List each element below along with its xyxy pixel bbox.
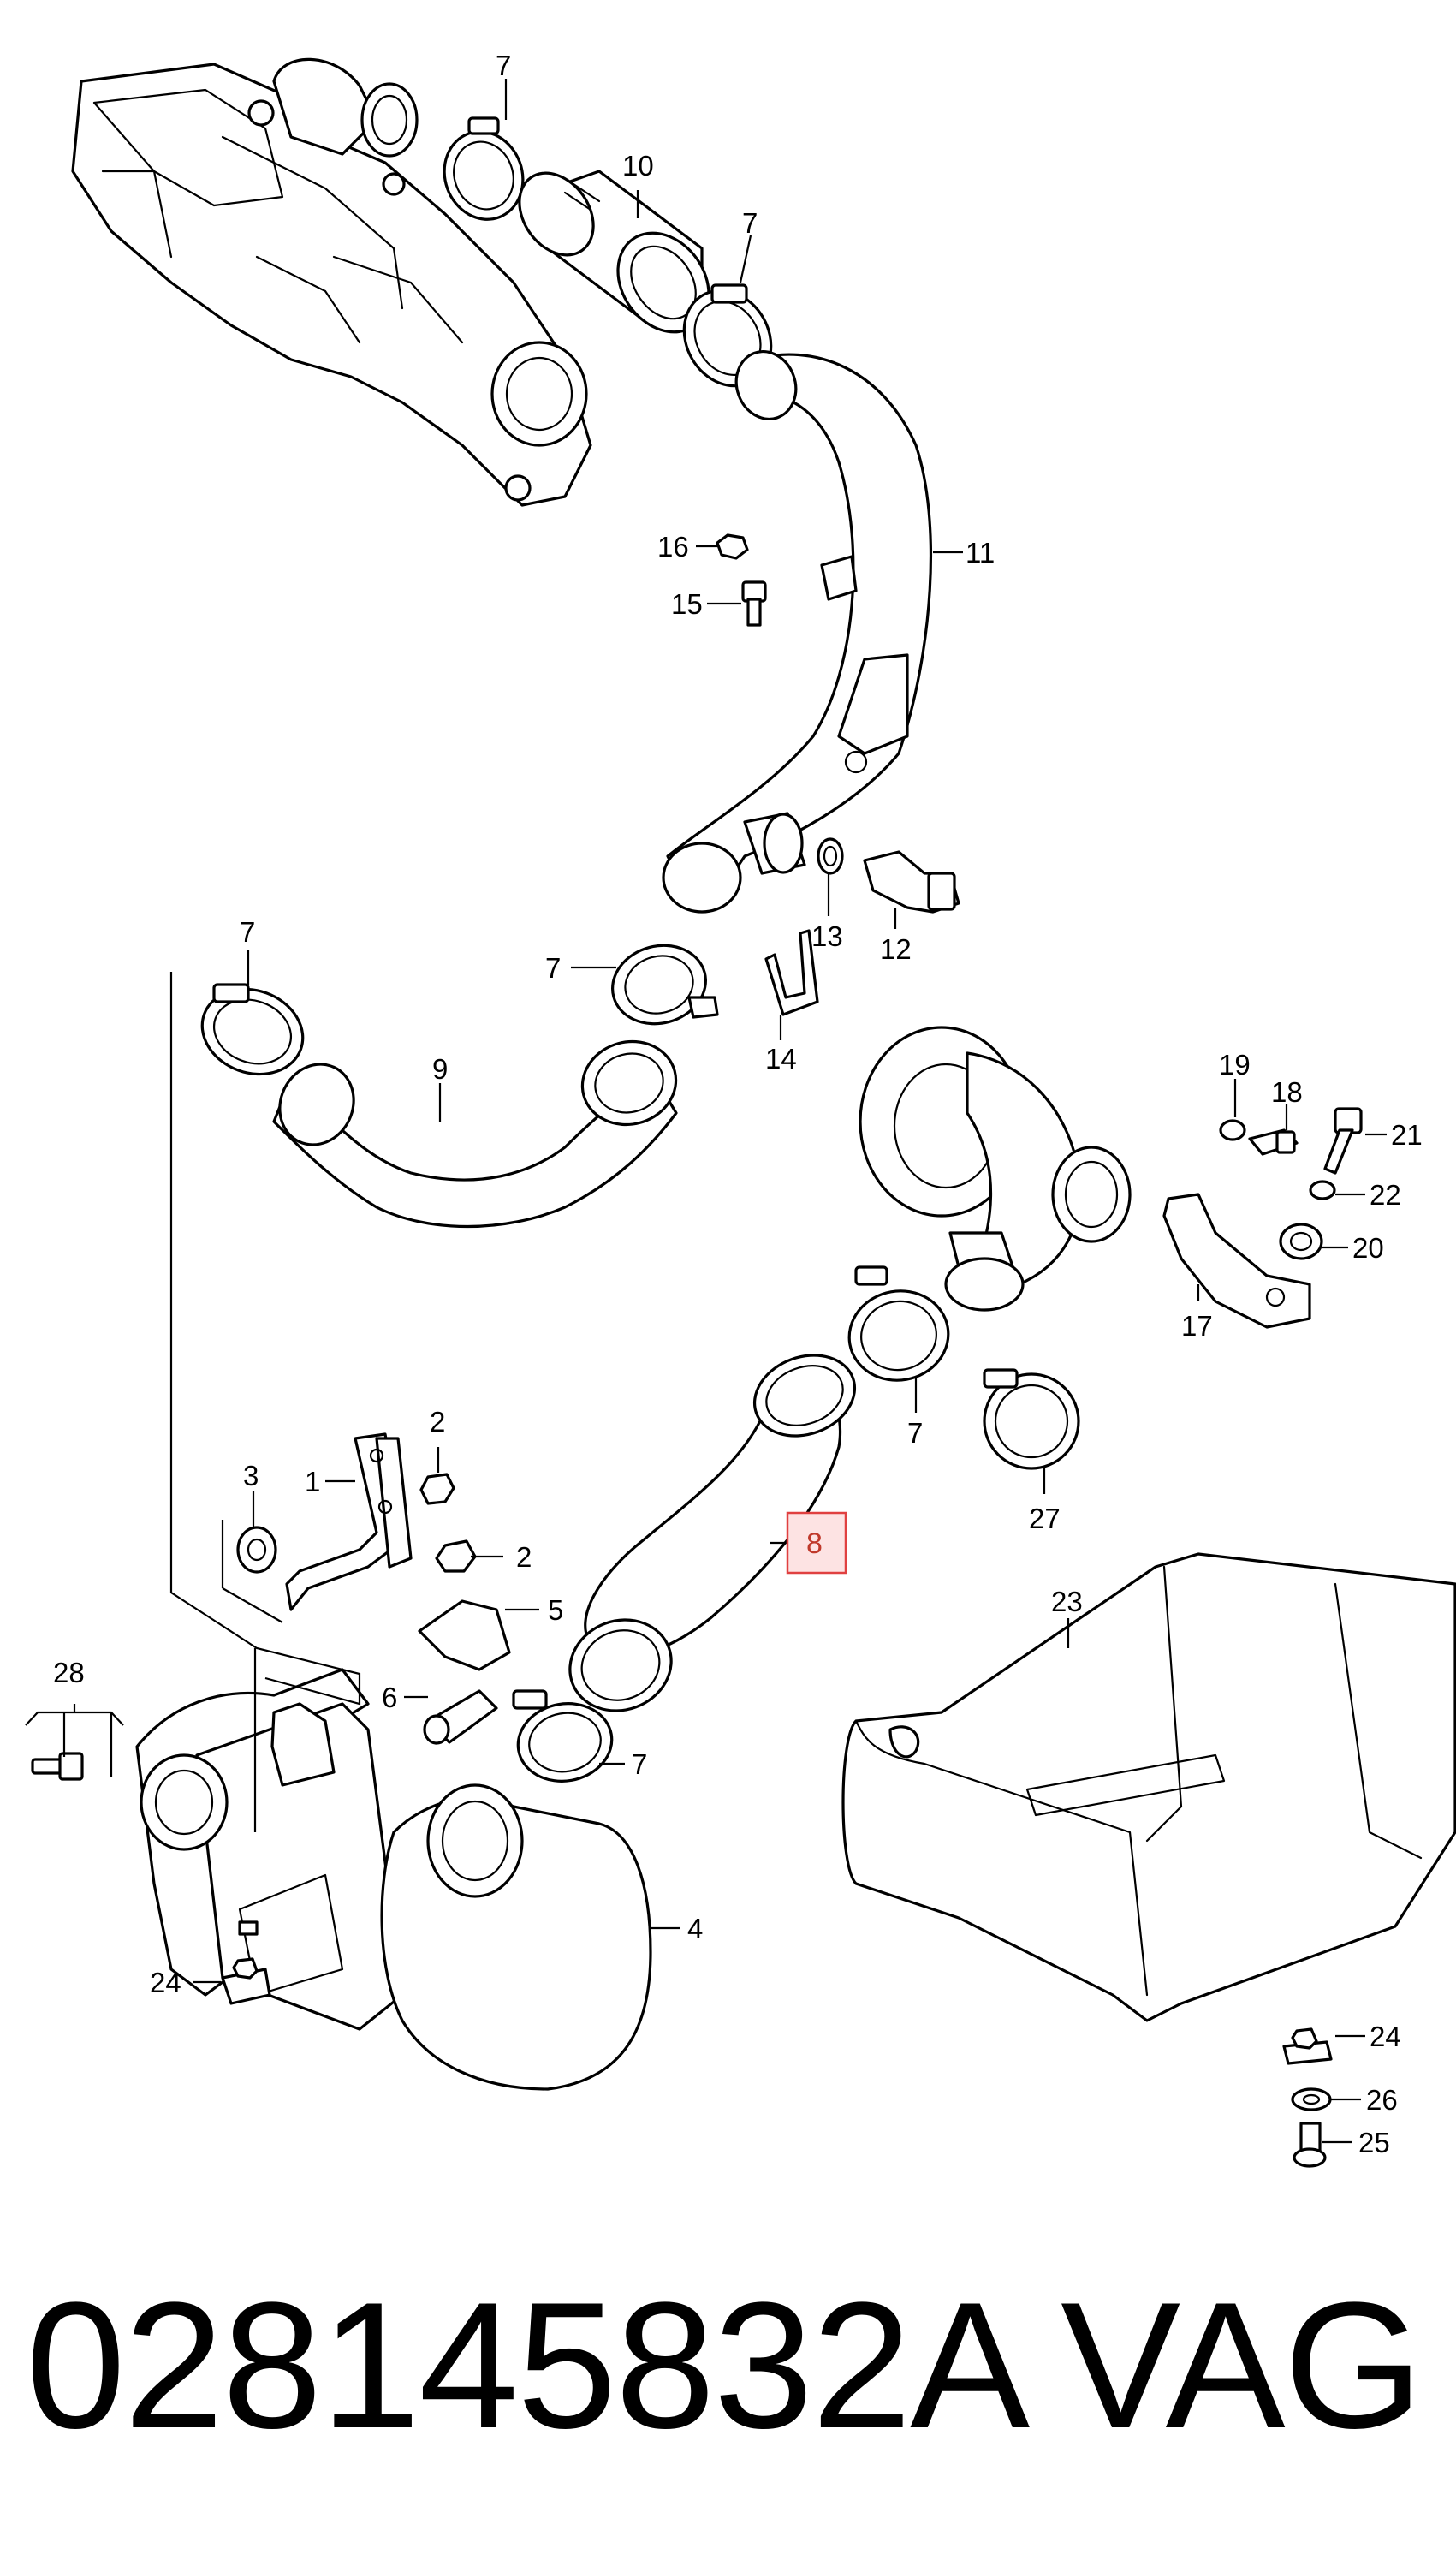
callout-7: 7 (496, 50, 511, 81)
callout-9: 9 (432, 1053, 448, 1085)
clamp-7-mid (611, 944, 719, 1026)
callout-7: 7 (240, 916, 255, 948)
callout-labels: 7 10 7 11 16 15 13 12 7 7 9 14 19 18 21 … (53, 50, 1423, 2158)
sleeve-6 (423, 1689, 498, 1745)
washer-22 (1309, 1180, 1336, 1200)
bushing-3 (236, 1526, 277, 1574)
bolt-21 (1323, 1107, 1363, 1175)
nut-16 (716, 533, 749, 560)
callout-3: 3 (243, 1460, 259, 1491)
callout-1: 1 (305, 1466, 320, 1497)
part-number-caption: 028145832A (26, 2265, 1030, 2466)
highlight-box-8 (786, 1511, 847, 1575)
callout-2: 2 (430, 1406, 445, 1438)
nut-2-lower (435, 1539, 477, 1573)
hose-10 (518, 170, 710, 334)
callout-26: 26 (1366, 2084, 1398, 2116)
callout-4: 4 (687, 1913, 703, 1944)
parts-diagram: 7 10 7 11 16 15 13 12 7 7 9 14 19 18 21 … (25, 50, 1456, 2168)
callout-6: 6 (382, 1682, 397, 1713)
callout-7: 7 (907, 1417, 923, 1449)
callout-27: 27 (1029, 1503, 1061, 1534)
bracket-1 (285, 1432, 413, 1611)
callout-7: 7 (632, 1748, 647, 1780)
washer-19 (1219, 1119, 1246, 1141)
callout-28: 28 (53, 1657, 85, 1688)
seal-ring-13 (817, 837, 844, 875)
nut-24-right (1282, 2027, 1333, 2065)
intake-manifold (71, 57, 592, 507)
callout-16: 16 (657, 531, 689, 563)
callout-11: 11 (966, 537, 995, 569)
intercooler-4 (135, 1668, 652, 2091)
brand-caption: VAG (1061, 2265, 1423, 2466)
callout-25: 25 (1358, 2127, 1390, 2158)
nut-2-upper (419, 1473, 455, 1505)
callout-19: 19 (1219, 1049, 1251, 1081)
air-duct-23 (841, 1552, 1456, 2022)
callout-7: 7 (742, 207, 758, 239)
callout-20: 20 (1352, 1232, 1384, 1264)
callout-24: 24 (1370, 2021, 1401, 2052)
callout-8: 8 (806, 1527, 823, 1560)
sensor-12 (863, 850, 960, 914)
bracket-17 (1162, 1193, 1311, 1329)
callout-22: 22 (1370, 1179, 1401, 1211)
sensor-28 (31, 1752, 84, 1781)
clamp-7-top (443, 116, 525, 221)
clip-5 (418, 1599, 511, 1671)
callout-10: 10 (622, 150, 654, 182)
hose-9 (272, 1039, 678, 1229)
callout-7: 7 (545, 952, 561, 984)
bracket-underbody (270, 1702, 336, 1787)
turbocharger (859, 1026, 1132, 1312)
clamp-7-turbo (847, 1265, 950, 1382)
nut-20 (1279, 1223, 1323, 1260)
callout-5: 5 (548, 1594, 563, 1626)
bolt-25 (1293, 2122, 1327, 2168)
hose-8 (568, 1354, 857, 1712)
callout-15: 15 (671, 588, 703, 620)
callout-2: 2 (516, 1541, 532, 1573)
callout-23: 23 (1051, 1586, 1083, 1617)
bolt-18 (1248, 1128, 1299, 1156)
bolt-15 (741, 580, 767, 627)
callout-18: 18 (1271, 1076, 1303, 1108)
clamp-7-left (200, 983, 305, 1076)
washer-26 (1291, 2087, 1332, 2111)
clamp-7-lower (512, 1689, 614, 1783)
callout-12: 12 (880, 933, 912, 965)
pipe-11 (662, 350, 933, 914)
clamp-27 (983, 1368, 1080, 1470)
callout-14: 14 (765, 1043, 797, 1075)
callout-17: 17 (1181, 1310, 1213, 1342)
bracket-14 (764, 929, 819, 1016)
nut-24-left (221, 1957, 271, 2005)
callout-24: 24 (150, 1967, 181, 1998)
callout-21: 21 (1391, 1119, 1423, 1151)
callout-13: 13 (811, 920, 843, 952)
